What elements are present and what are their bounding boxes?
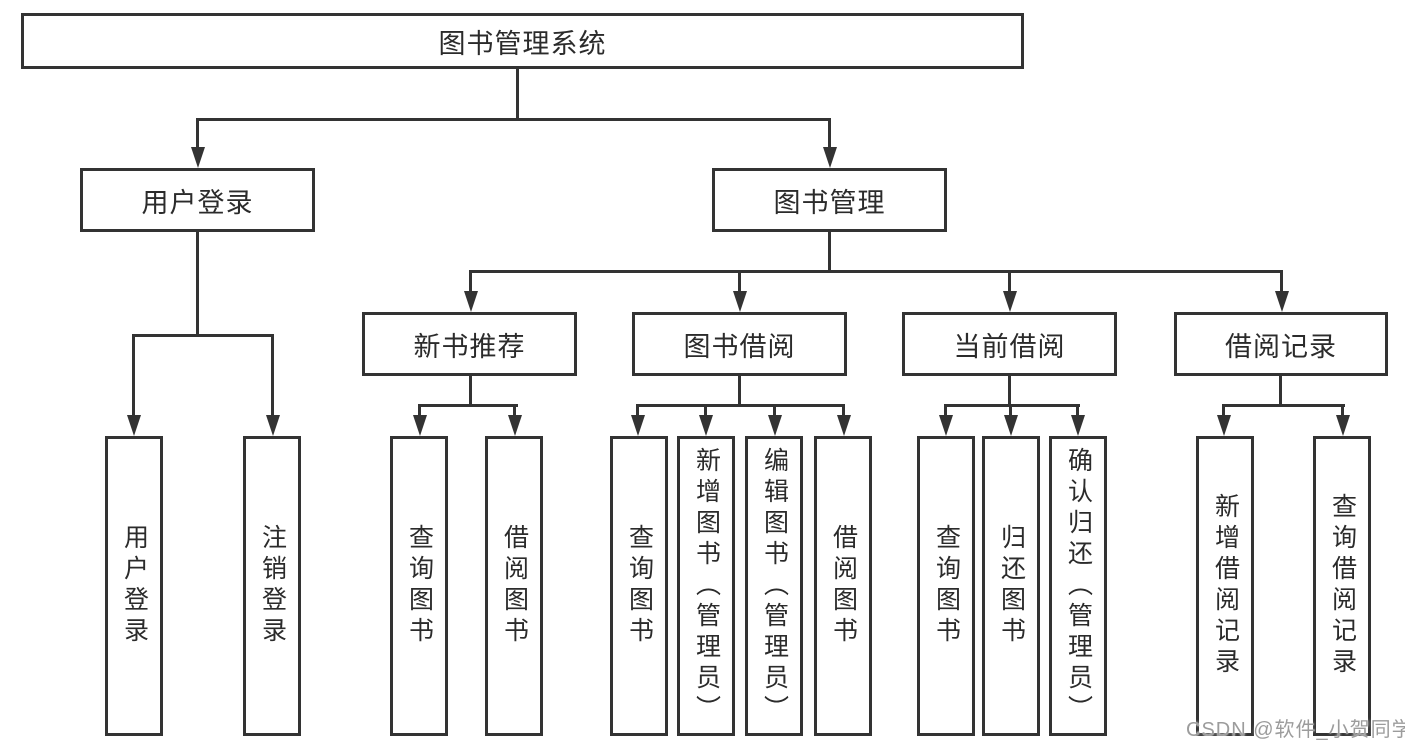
connector-line bbox=[513, 404, 516, 418]
node-label: 用户登录 bbox=[141, 187, 254, 218]
arrowhead bbox=[266, 415, 280, 436]
leaf-user-login: 用户登录 bbox=[105, 436, 163, 736]
connector-line bbox=[1222, 404, 1345, 407]
arrowhead bbox=[413, 415, 427, 436]
leaf-label: 注销登录 bbox=[258, 524, 287, 648]
arrowhead bbox=[1071, 415, 1085, 436]
node-label: 图书借阅 bbox=[683, 331, 796, 362]
leaf-label: 归还图书 bbox=[997, 524, 1026, 648]
leaf-label: 借阅图书 bbox=[500, 524, 529, 648]
connector-line bbox=[1009, 404, 1012, 418]
leaf-label: 新增借阅记录 bbox=[1211, 493, 1240, 679]
arrowhead bbox=[1275, 291, 1289, 312]
leaf-label: 查询图书 bbox=[625, 524, 654, 648]
node-book-borrow: 图书借阅 bbox=[632, 312, 847, 376]
leaf-current-return-book: 归还图书 bbox=[982, 436, 1040, 736]
arrowhead bbox=[127, 415, 141, 436]
connector-line bbox=[418, 404, 518, 407]
leaf-borrow-add-book-admin: 新增图书（管理员） bbox=[677, 436, 735, 736]
connector-line bbox=[469, 270, 472, 296]
leaf-borrow-edit-book-admin: 编辑图书（管理员） bbox=[745, 436, 803, 736]
leaf-label: 借阅图书 bbox=[829, 524, 858, 648]
node-new-book-recommend: 新书推荐 bbox=[362, 312, 577, 376]
connector-line bbox=[842, 404, 845, 418]
leaf-newbook-query-book: 查询图书 bbox=[390, 436, 448, 736]
leaf-current-query-book: 查询图书 bbox=[917, 436, 975, 736]
connector-line bbox=[1279, 376, 1282, 407]
leaf-record-query-record: 查询借阅记录 bbox=[1313, 436, 1371, 736]
connector-line bbox=[1008, 270, 1011, 296]
leaf-borrow-borrow-book: 借阅图书 bbox=[814, 436, 872, 736]
node-library-management-system: 图书管理系统 bbox=[21, 13, 1024, 69]
connector-line bbox=[469, 270, 1283, 273]
connector-line bbox=[271, 334, 274, 418]
leaf-label: 查询借阅记录 bbox=[1328, 493, 1357, 679]
connector-line bbox=[469, 376, 472, 407]
connector-line bbox=[196, 118, 831, 121]
connector-line bbox=[132, 334, 274, 337]
connector-line bbox=[944, 404, 947, 418]
connector-line bbox=[738, 270, 741, 296]
connector-line bbox=[1222, 404, 1225, 418]
leaf-label: 确认归还（管理员） bbox=[1064, 446, 1093, 726]
node-label: 图书管理系统 bbox=[438, 28, 607, 59]
leaf-label: 用户登录 bbox=[120, 524, 149, 648]
leaf-label: 查询图书 bbox=[405, 524, 434, 648]
node-user-login: 用户登录 bbox=[80, 168, 315, 232]
leaf-borrow-query-book: 查询图书 bbox=[610, 436, 668, 736]
leaf-record-add-record: 新增借阅记录 bbox=[1196, 436, 1254, 736]
arrowhead bbox=[191, 147, 205, 168]
connector-line bbox=[196, 232, 199, 336]
arrowhead bbox=[1004, 415, 1018, 436]
leaf-current-confirm-return-admin: 确认归还（管理员） bbox=[1049, 436, 1107, 736]
arrowhead bbox=[1336, 415, 1350, 436]
connector-line bbox=[636, 404, 845, 407]
connector-line bbox=[1280, 270, 1283, 296]
connector-line bbox=[418, 404, 421, 418]
arrowhead bbox=[631, 415, 645, 436]
node-label: 新书推荐 bbox=[413, 331, 526, 362]
connector-line bbox=[636, 404, 639, 418]
connector-line bbox=[828, 118, 831, 150]
node-book-management: 图书管理 bbox=[712, 168, 947, 232]
arrowhead bbox=[1217, 415, 1231, 436]
arrowhead bbox=[733, 291, 747, 312]
connector-line bbox=[704, 404, 707, 418]
leaf-newbook-borrow-book: 借阅图书 bbox=[485, 436, 543, 736]
connector-line bbox=[1341, 404, 1344, 418]
arrowhead bbox=[837, 415, 851, 436]
arrowhead bbox=[939, 415, 953, 436]
arrowhead bbox=[508, 415, 522, 436]
connector-line bbox=[1008, 376, 1011, 407]
connector-line bbox=[1076, 404, 1079, 418]
node-label: 图书管理 bbox=[773, 187, 886, 218]
node-current-borrow: 当前借阅 bbox=[902, 312, 1117, 376]
connector-line bbox=[828, 232, 831, 273]
connector-line bbox=[773, 404, 776, 418]
leaf-label: 编辑图书（管理员） bbox=[760, 446, 789, 726]
connector-line bbox=[196, 118, 199, 150]
watermark-text: CSDN @软件_小贺同学 bbox=[1186, 719, 1405, 741]
arrowhead bbox=[1003, 291, 1017, 312]
arrowhead bbox=[699, 415, 713, 436]
leaf-label: 新增图书（管理员） bbox=[692, 446, 721, 726]
node-label: 当前借阅 bbox=[953, 331, 1066, 362]
leaf-label: 查询图书 bbox=[932, 524, 961, 648]
leaf-logout: 注销登录 bbox=[243, 436, 301, 736]
connector-line bbox=[944, 404, 1080, 407]
arrowhead bbox=[768, 415, 782, 436]
arrowhead bbox=[464, 291, 478, 312]
connector-line bbox=[738, 376, 741, 407]
arrowhead bbox=[823, 147, 837, 168]
connector-line bbox=[132, 334, 135, 418]
node-label: 借阅记录 bbox=[1225, 331, 1337, 362]
node-borrow-record: 借阅记录 bbox=[1174, 312, 1388, 376]
connector-line bbox=[516, 69, 519, 121]
